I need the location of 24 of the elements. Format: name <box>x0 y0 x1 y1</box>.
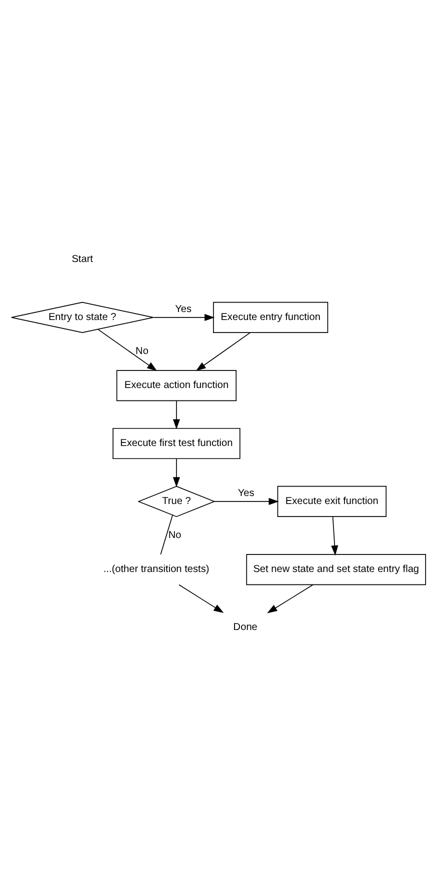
label: Start <box>72 254 94 266</box>
arrow <box>172 458 180 488</box>
arrow <box>153 314 215 321</box>
node-box: Execute entry function <box>213 302 328 333</box>
node-box: Execute exit function <box>277 486 387 518</box>
arrow <box>98 329 158 372</box>
arrow <box>172 400 180 430</box>
arrow <box>331 516 338 556</box>
node-diamond: Entry to state ? <box>11 302 154 334</box>
node-box: Set new state and set state entry flag <box>246 554 426 586</box>
arrow <box>267 584 314 614</box>
edge-label: Yes <box>175 304 192 316</box>
node-text: ...(other transition tests) <box>103 564 210 576</box>
arrow <box>214 498 279 506</box>
arrow <box>196 332 251 372</box>
node-box: Execute first test function <box>112 428 240 460</box>
edge-label: No <box>168 530 182 542</box>
node-diamond: True ? <box>137 486 216 518</box>
node-text: Done <box>233 622 258 634</box>
connector <box>160 514 173 555</box>
edge-label: Yes <box>238 488 254 500</box>
edge-label: No <box>136 346 148 358</box>
arrow <box>178 584 224 614</box>
node-box: Execute action function <box>116 370 237 402</box>
